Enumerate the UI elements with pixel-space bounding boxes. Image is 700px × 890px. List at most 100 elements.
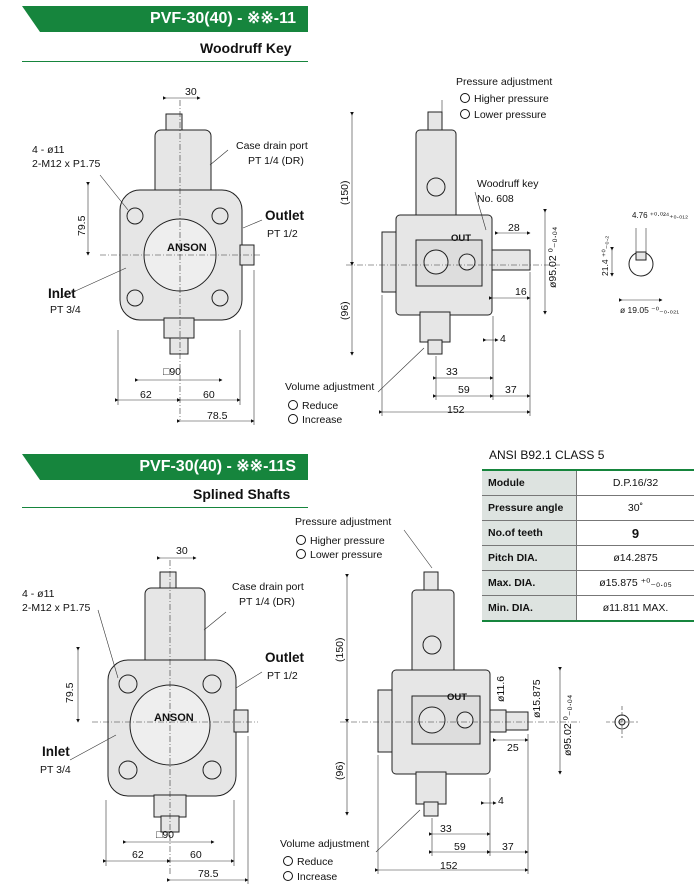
- woodruff-no-label: No. 608: [477, 193, 514, 205]
- volume-adjustment-label-2: Volume adjustment: [280, 838, 370, 850]
- dim-37-1: 37: [505, 384, 517, 396]
- table-row: Min. DIA.ø11.811 MAX.: [482, 595, 694, 622]
- side-adjust-screw-2: [423, 571, 439, 593]
- dim-78-5-1: 78.5: [207, 410, 228, 422]
- shaft-2b: [505, 711, 529, 731]
- pressure-adjustment-label-2: Pressure adjustment: [295, 516, 392, 528]
- out-mark-1: OUT: [451, 233, 472, 244]
- case-drain-label-1: Case drain port: [236, 140, 308, 152]
- reduce-1: Reduce: [288, 400, 338, 412]
- bolt-2d: [202, 760, 222, 780]
- case-drain-size-2: PT 1/4 (DR): [239, 596, 295, 608]
- section1-subtitle: Woodruff Key: [200, 40, 292, 56]
- side-view-1: [381, 111, 531, 355]
- dim-16: 16: [515, 286, 527, 298]
- bolt-1d: [211, 289, 229, 307]
- case-drain-label-2: Case drain port: [232, 581, 304, 593]
- section2-subtitle: Splined Shafts: [193, 486, 291, 502]
- higher-pressure-1: Higher pressure: [460, 93, 549, 105]
- brand-logo-2: ANSON: [154, 712, 194, 724]
- increase-2: Increase: [283, 871, 337, 883]
- volume-screw-1: [169, 337, 189, 355]
- key-height-dim: 21.4 ⁺⁰₋₀.₂: [600, 235, 610, 276]
- volume-adjustment-label-1: Volume adjustment: [285, 381, 375, 393]
- rotate-cw-icon: [283, 856, 293, 866]
- bolt-2b: [202, 674, 222, 694]
- lower-pressure-1: Lower pressure: [460, 109, 546, 121]
- front-view-1: [119, 113, 255, 355]
- brand-logo-1: ANSON: [167, 242, 207, 254]
- rotate-cw-icon: [460, 93, 470, 103]
- table-row: Pitch DIA.ø14.2875: [482, 545, 694, 571]
- rotate-ccw-icon: [283, 871, 293, 881]
- key-width-dim: 4.76 ⁺⁰·⁰²⁴₊₀.₀₁₂: [632, 211, 689, 220]
- side-adjust-screw-1: [427, 111, 443, 133]
- outlet-size-2: PT 1/2: [267, 670, 298, 682]
- dim-33-2: 33: [440, 823, 452, 835]
- side-port-2: [458, 253, 476, 271]
- pump-upper-2: [144, 587, 206, 671]
- dim-dia95-1: ø95.02 ⁰₋₀.₀₄: [547, 226, 559, 288]
- shaft-1: [491, 249, 531, 271]
- section1-title: PVF-30(40) - ※※-11: [150, 10, 296, 27]
- reduce-2: Reduce: [283, 856, 333, 868]
- rotate-cw-icon: [288, 400, 298, 410]
- side-port-1: [423, 249, 449, 275]
- outlet-size-1: PT 1/2: [267, 228, 298, 240]
- table-row: Max. DIA.ø15.875 ⁺⁰₋₀.₀₅: [482, 570, 694, 596]
- lower-pressure-2: Lower pressure: [296, 549, 382, 561]
- dim-dia11-6: ø11.6: [495, 675, 507, 702]
- ansi-title: ANSI B92.1 CLASS 5: [489, 448, 605, 462]
- outlet-label-2: Outlet: [265, 650, 304, 665]
- rotate-ccw-icon: [460, 109, 470, 119]
- dim-59-2: 59: [454, 841, 466, 853]
- key-detail-1: [628, 251, 654, 277]
- side-vol-screw-2: [423, 801, 439, 817]
- dim-37-2: 37: [502, 841, 514, 853]
- shaft-2a: [489, 709, 507, 733]
- bolt-holes-label-1: 4 - ø11: [32, 144, 65, 156]
- outlet-label-1: Outlet: [265, 208, 304, 223]
- side-lower-2: [415, 771, 447, 805]
- dim-25: 25: [507, 742, 519, 754]
- dim-28: 28: [508, 222, 520, 234]
- side-port-4: [456, 711, 474, 729]
- thread-label-1: 2-M12 x P1.75: [32, 158, 101, 170]
- bolt-2c: [118, 760, 138, 780]
- side-drain-1: [426, 177, 446, 197]
- dim-62-1: 62: [140, 389, 152, 401]
- dim-30-2: 30: [176, 545, 188, 557]
- inlet-size-2: PT 3/4: [40, 764, 71, 776]
- woodruff-key-label: Woodruff key: [477, 178, 539, 190]
- inlet-label-1: Inlet: [48, 286, 76, 301]
- rotate-ccw-icon: [288, 414, 298, 424]
- dim-78-5-2: 78.5: [198, 868, 219, 880]
- out-mark-2: OUT: [447, 692, 468, 703]
- bolt-2a: [118, 674, 138, 694]
- side-upper-1: [415, 129, 457, 221]
- rotate-cw-icon: [296, 535, 306, 545]
- higher-pressure-2: Higher pressure: [296, 535, 385, 547]
- side-drain-2: [422, 635, 442, 655]
- outlet-nub-2: [233, 709, 249, 733]
- pump-lower-1: [163, 317, 195, 339]
- dim-4-1: 4: [500, 333, 506, 345]
- side-upper-2: [411, 589, 455, 681]
- dim-60-2: 60: [190, 849, 202, 861]
- side-view-2: [377, 571, 529, 817]
- dim-79-5-1: 79.5: [76, 215, 88, 236]
- dim-152-2: 152: [440, 860, 458, 872]
- side-port-3: [418, 706, 446, 734]
- dim-sq90-1: □90: [163, 366, 182, 378]
- inlet-label-2: Inlet: [42, 744, 70, 759]
- inlet-size-1: PT 3/4: [50, 304, 81, 316]
- dim-96-2: (96): [334, 761, 346, 780]
- section1-title-bar: PVF-30(40) - ※※-11: [22, 6, 308, 32]
- bolt-1a: [126, 207, 144, 225]
- rotate-ccw-icon: [296, 549, 306, 559]
